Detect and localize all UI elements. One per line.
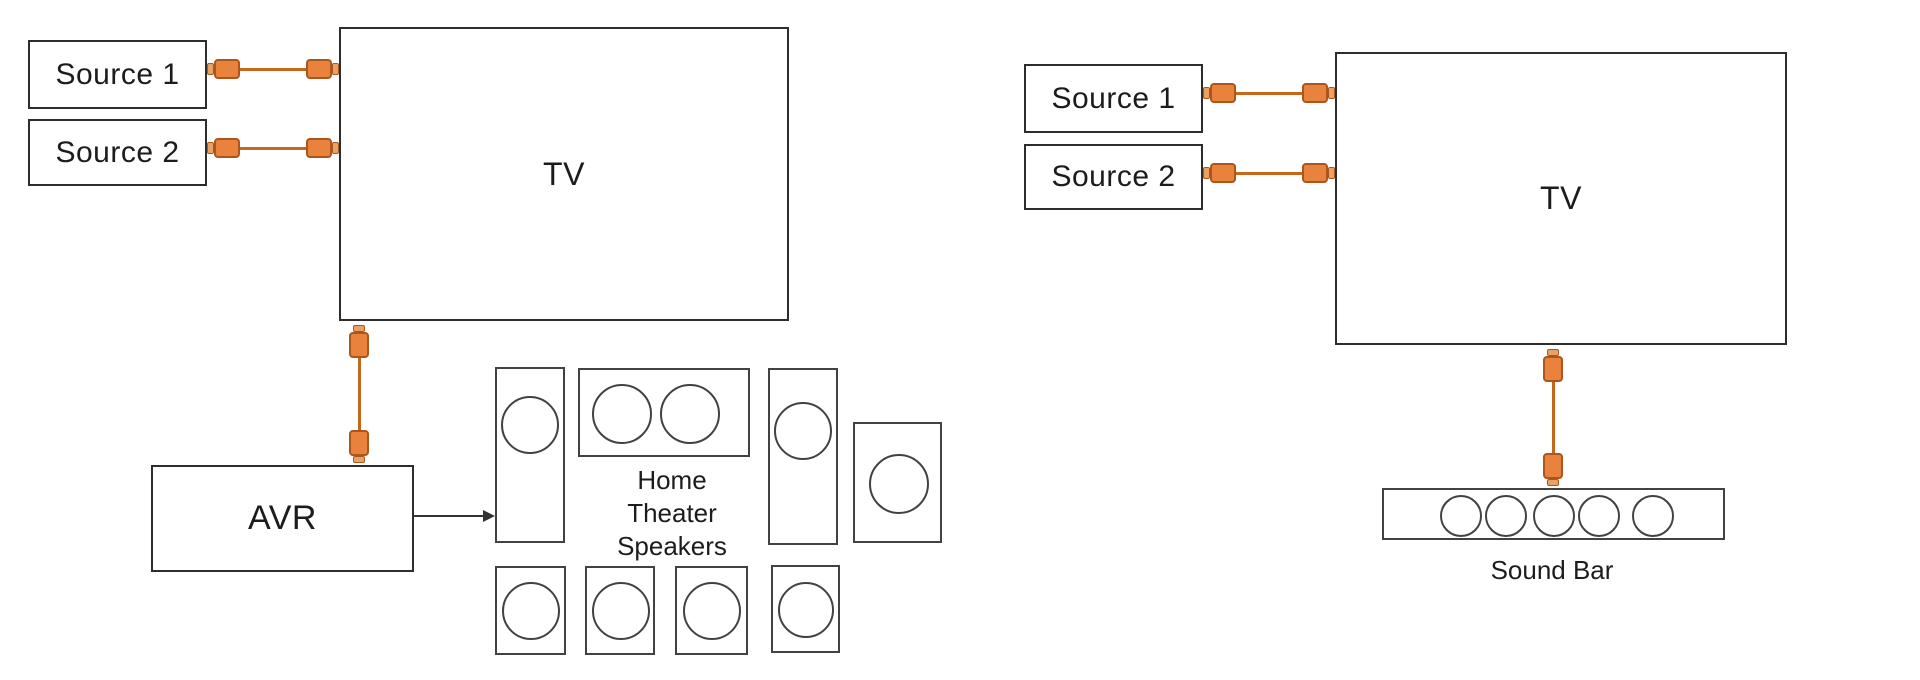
subwoofer-speaker: [853, 422, 942, 543]
arrow-head-icon: [483, 510, 495, 522]
tv-box-right: TV: [1335, 52, 1787, 345]
hdmi-connector-icon: [1302, 163, 1328, 183]
hdmi-connector-tip-icon: [1328, 87, 1335, 99]
hdmi-connector-tip-icon: [1547, 349, 1559, 356]
source-2-box-left: Source 2: [28, 119, 207, 186]
hdmi-cable-source1-tv-right: [1203, 82, 1335, 104]
surround-speaker-3: [675, 566, 748, 655]
speaker-driver-circle: [1578, 495, 1620, 537]
hdmi-connector-tip-icon: [1328, 167, 1335, 179]
cable-wire: [1551, 382, 1555, 453]
hdmi-connector-icon: [1210, 83, 1236, 103]
hdmi-connector-tip-icon: [207, 63, 214, 75]
speaker-driver-circle: [1485, 495, 1527, 537]
hdmi-connector-icon: [214, 138, 240, 158]
speaker-driver-circle: [1533, 495, 1575, 537]
hdmi-connector-icon: [349, 430, 369, 456]
hdmi-connector-tip-icon: [1203, 87, 1210, 99]
speaker-driver-circle: [778, 582, 834, 638]
speaker-driver-circle: [592, 384, 652, 444]
hdmi-cable-source2-tv-right: [1203, 162, 1335, 184]
cable-wire: [240, 146, 306, 150]
hdmi-connector-tip-icon: [207, 142, 214, 154]
woofer-circle: [869, 454, 929, 514]
hdmi-connector-icon: [306, 59, 332, 79]
hdmi-connector-tip-icon: [332, 63, 339, 75]
surround-speaker-4: [771, 565, 840, 653]
hdmi-connector-tip-icon: [1547, 479, 1559, 486]
center-channel-speaker: [578, 368, 750, 457]
hdmi-connector-icon: [1210, 163, 1236, 183]
avr-box: AVR: [151, 465, 414, 572]
source-1-label-left: Source 1: [55, 57, 180, 91]
hdmi-cable-source1-tv-left: [207, 58, 339, 80]
hdmi-connector-icon: [349, 332, 369, 358]
source-2-box-right: Source 2: [1024, 144, 1203, 210]
hdmi-connector-tip-icon: [353, 456, 365, 463]
home-theater-speakers-label: Home Theater Speakers: [617, 465, 727, 561]
hdmi-cable-source2-tv-left: [207, 137, 339, 159]
front-right-tower-speaker: [768, 368, 838, 545]
hdmi-connector-icon: [1543, 356, 1563, 382]
source-2-label-left: Source 2: [55, 135, 180, 169]
speaker-driver-circle: [592, 582, 650, 640]
speaker-driver-circle: [774, 402, 832, 460]
tv-box-left: TV: [339, 27, 789, 321]
cable-wire: [1236, 171, 1302, 175]
surround-speaker-1: [495, 566, 566, 655]
avr-to-speakers-arrow: [414, 509, 495, 523]
source-1-label-right: Source 1: [1051, 81, 1176, 115]
cable-wire: [1236, 91, 1302, 95]
speaker-driver-circle: [660, 384, 720, 444]
speaker-driver-circle: [1440, 495, 1482, 537]
hdmi-connector-icon: [214, 59, 240, 79]
speaker-driver-circle: [501, 396, 559, 454]
source-2-label-right: Source 2: [1051, 160, 1176, 193]
hdmi-connector-icon: [1302, 83, 1328, 103]
hdmi-connector-tip-icon: [353, 325, 365, 332]
speaker-driver-circle: [502, 582, 560, 640]
arrow-shaft: [414, 515, 483, 517]
source-1-box-left: Source 1: [28, 40, 207, 109]
cable-wire: [357, 358, 361, 430]
cable-wire: [240, 67, 306, 71]
speaker-driver-circle: [683, 582, 741, 640]
source-1-box-right: Source 1: [1024, 64, 1203, 133]
tv-label-left: TV: [543, 155, 585, 192]
avr-label: AVR: [248, 499, 317, 537]
front-left-tower-speaker: [495, 367, 565, 543]
soundbar-label: Sound Bar: [1490, 555, 1614, 585]
hdmi-connector-icon: [306, 138, 332, 158]
hdmi-cable-tv-avr: [348, 325, 370, 463]
soundbar-box: [1382, 488, 1725, 540]
hdmi-cable-tv-soundbar: [1542, 349, 1564, 486]
hdmi-connector-icon: [1543, 453, 1563, 479]
hdmi-connector-tip-icon: [1203, 167, 1210, 179]
surround-speaker-2: [585, 566, 655, 655]
speaker-driver-circle: [1632, 495, 1674, 537]
hdmi-connector-tip-icon: [332, 142, 339, 154]
tv-label-right: TV: [1540, 180, 1582, 216]
